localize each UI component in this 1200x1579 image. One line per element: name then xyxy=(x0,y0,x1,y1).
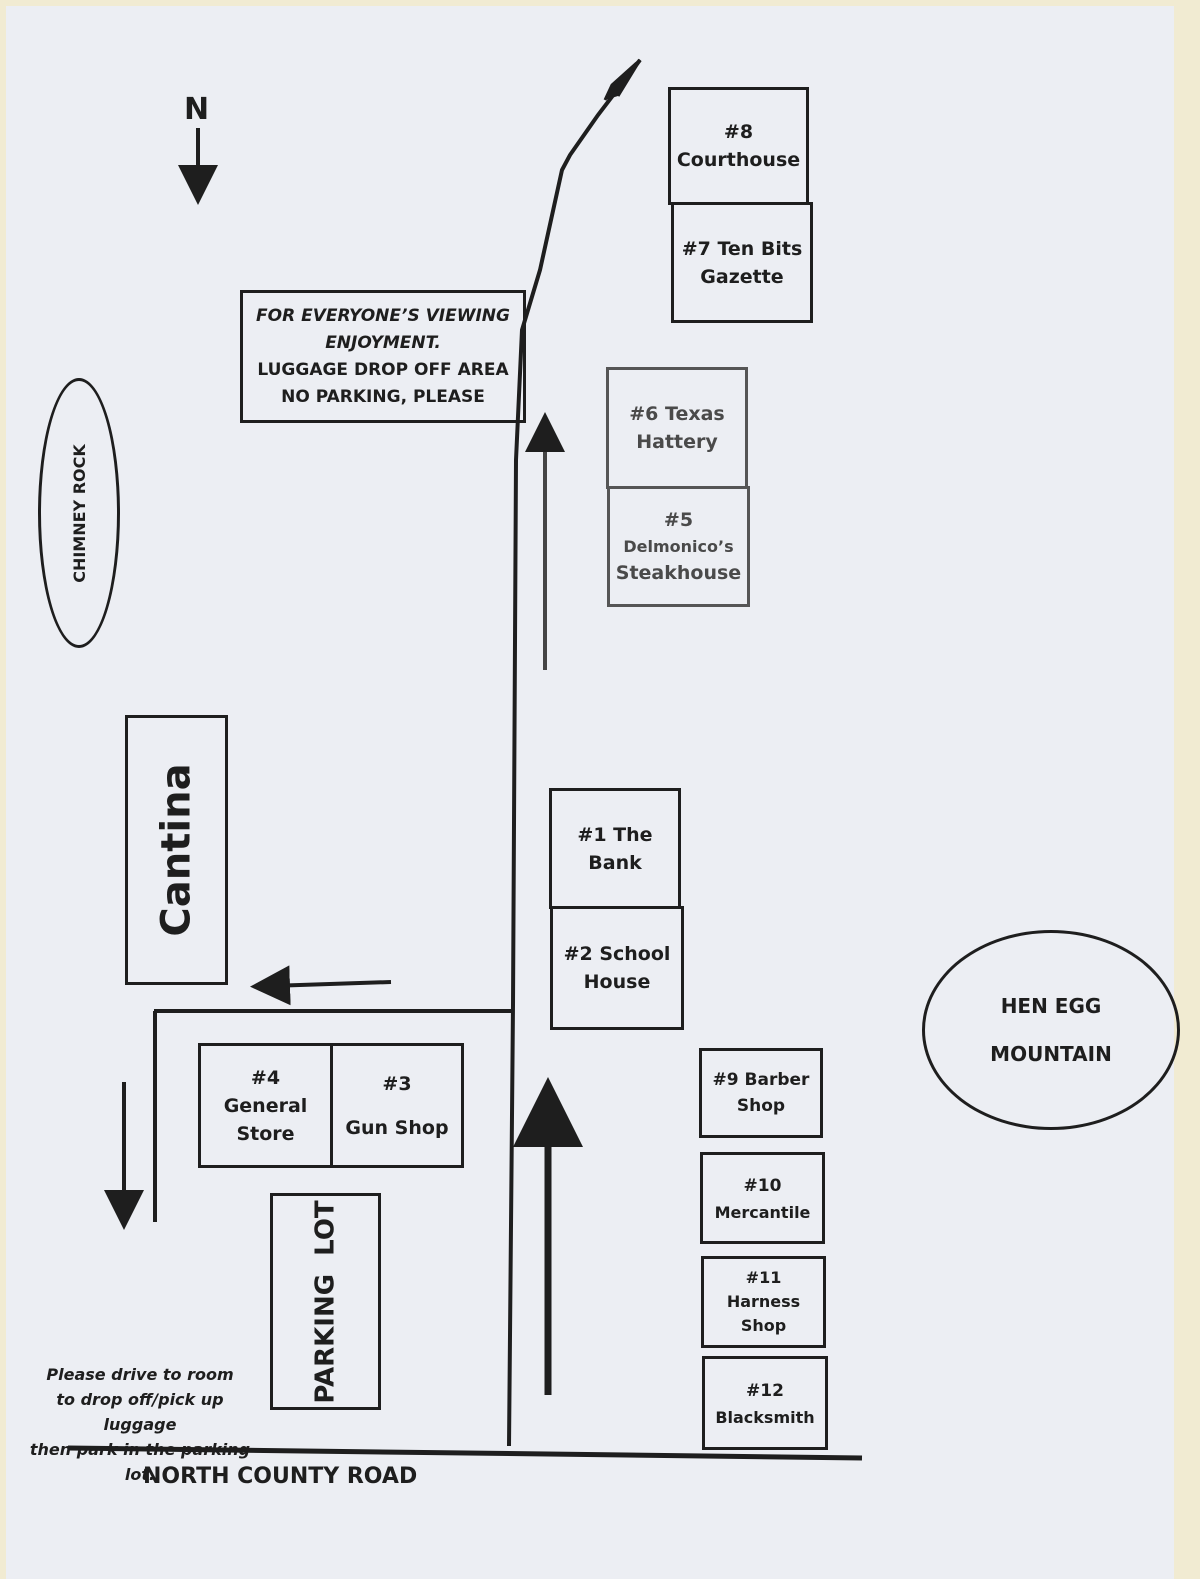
building-11-harness-shop: #11 Harness Shop xyxy=(701,1256,826,1348)
building-1-name: Bank xyxy=(588,851,642,874)
building-1-number: #1 The xyxy=(577,823,653,846)
building-10-name: Mercantile xyxy=(714,1202,811,1222)
north-county-road-label: NORTH COUNTY ROAD xyxy=(143,1464,418,1489)
map-paper xyxy=(6,6,1174,1579)
building-11-name-1: Harness xyxy=(726,1292,801,1311)
parking-lot-label: PARKING LOT xyxy=(310,1199,341,1404)
notice-line-4: NO PARKING, PLEASE xyxy=(281,386,485,407)
building-2-school-house: #2 School House xyxy=(550,906,684,1030)
building-8-name: Courthouse xyxy=(676,149,801,171)
building-1-bank: #1 The Bank xyxy=(549,788,681,909)
compass-label: N xyxy=(184,92,210,127)
building-6-number: #6 Texas xyxy=(629,403,725,425)
building-4-name-2: Store xyxy=(236,1122,295,1145)
building-8-number: #8 xyxy=(723,121,754,143)
notice-line-1: FOR EVERYONE’S VIEWING xyxy=(256,305,510,326)
building-7-name: Gazette xyxy=(700,265,784,288)
building-8-courthouse: #8 Courthouse xyxy=(668,87,809,205)
building-11-number: #11 xyxy=(745,1268,782,1287)
building-12-name: Blacksmith xyxy=(715,1407,815,1427)
building-4-general-store: #4 General Store xyxy=(198,1043,333,1168)
hen-egg-label-2: MOUNTAIN xyxy=(990,1042,1112,1066)
notice-line-2: ENJOYMENT. xyxy=(325,332,441,353)
north-county-road-line xyxy=(67,1445,863,1461)
hen-egg-mountain-landmark: HEN EGG MOUNTAIN xyxy=(922,930,1180,1130)
main-road-line xyxy=(507,58,642,1447)
building-7-gazette: #7 Ten Bits Gazette xyxy=(671,202,813,323)
building-9-barber-shop: #9 Barber Shop xyxy=(699,1048,823,1138)
building-2-name: House xyxy=(583,971,651,993)
notice-box: FOR EVERYONE’S VIEWING ENJOYMENT. LUGGAG… xyxy=(240,290,526,423)
building-10-mercantile: #10 Mercantile xyxy=(700,1152,825,1244)
cantina-label: Cantina xyxy=(153,763,200,937)
chimney-rock-label: CHIMNEY ROCK xyxy=(69,443,89,583)
building-2-number: #2 School xyxy=(563,943,671,965)
building-7-number: #7 Ten Bits xyxy=(681,237,803,260)
building-9-number: #9 Barber xyxy=(712,1070,810,1090)
arrow-left xyxy=(250,965,392,1006)
instructions-line-2: to drop off/pick up luggage xyxy=(56,1390,224,1434)
instructions-line-3: then park in the parking lot. xyxy=(29,1440,251,1484)
building-5-delmonicos: #5 Delmonico’s Steakhouse xyxy=(607,486,750,607)
main-road-edge xyxy=(603,58,642,101)
building-10-number: #10 xyxy=(743,1175,782,1196)
building-5-name-1: Delmonico’s xyxy=(623,537,734,556)
notice-line-3: LUGGAGE DROP OFF AREA xyxy=(257,359,509,380)
building-6-name: Hattery xyxy=(636,431,718,453)
building-5-name-2: Steakhouse xyxy=(615,562,742,584)
building-3-gun-shop: #3 Gun Shop xyxy=(330,1043,464,1168)
building-9-name: Shop xyxy=(736,1096,786,1116)
chimney-rock-landmark: CHIMNEY ROCK xyxy=(38,378,120,648)
building-4-name-1: General xyxy=(223,1094,308,1117)
parking-lot: PARKING LOT xyxy=(270,1193,381,1410)
building-11-name-2: Shop xyxy=(740,1316,787,1335)
building-6-texas-hattery: #6 Texas Hattery xyxy=(606,367,748,489)
cantina-building: Cantina xyxy=(125,715,228,985)
building-3-name: Gun Shop xyxy=(345,1116,449,1139)
building-4-number: #4 xyxy=(250,1066,281,1089)
luggage-instructions: Please drive to room to drop off/pick up… xyxy=(20,1362,260,1487)
hen-egg-label-1: HEN EGG xyxy=(1000,994,1102,1018)
building-12-number: #12 xyxy=(746,1380,784,1401)
building-3-number: #3 xyxy=(382,1072,412,1095)
instructions-line-1: Please drive to room xyxy=(46,1365,234,1384)
building-12-blacksmith: #12 Blacksmith xyxy=(702,1356,828,1450)
building-5-number: #5 xyxy=(663,509,694,531)
